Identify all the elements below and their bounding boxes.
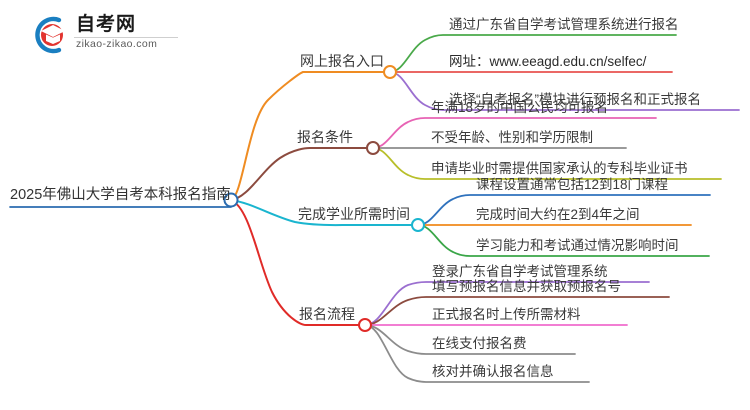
leaf-label-2-3[interactable]: 申请毕业时需提供国家承认的专科毕业证书 bbox=[431, 161, 688, 176]
logo-divider bbox=[74, 37, 178, 38]
branch-node-circle-4 bbox=[358, 318, 372, 332]
root-topic-label[interactable]: 2025年佛山大学自考本科报名指南 bbox=[10, 187, 231, 203]
branch-node-circle-2 bbox=[366, 141, 380, 155]
leaf-label-3-3[interactable]: 学习能力和考试通过情况影响时间 bbox=[476, 238, 679, 253]
leaf-label-2-1[interactable]: 年满18岁的中国公民均可报名 bbox=[431, 100, 609, 115]
leaf-label-1-2[interactable]: 网址：www.eeagd.edu.cn/selfec/ bbox=[449, 54, 647, 69]
logo-wordmark: 自考网 bbox=[76, 14, 137, 35]
branch-label-1[interactable]: 网上报名入口 bbox=[300, 53, 384, 69]
leaf-label-4-5[interactable]: 核对并确认报名信息 bbox=[432, 364, 554, 379]
leaf-label-3-1[interactable]: 课程设置通常包括12到18门课程 bbox=[476, 177, 669, 192]
leaf-label-4-2[interactable]: 填写预报名信息并获取预报名号 bbox=[432, 279, 621, 294]
logo-mark-icon bbox=[35, 16, 65, 54]
branch-label-2[interactable]: 报名条件 bbox=[297, 129, 353, 145]
branch-node-circle-3 bbox=[411, 218, 425, 232]
leaf-label-1-1[interactable]: 通过广东省自学考试管理系统进行报名 bbox=[449, 17, 679, 32]
logo-url: zikao-zikao.com bbox=[76, 38, 158, 50]
leaf-label-2-2[interactable]: 不受年龄、性别和学历限制 bbox=[431, 130, 593, 145]
branch-label-4[interactable]: 报名流程 bbox=[299, 306, 355, 322]
leaf-label-4-3[interactable]: 正式报名时上传所需材料 bbox=[432, 307, 581, 322]
leaf-label-3-2[interactable]: 完成时间大约在2到4年之间 bbox=[476, 207, 640, 222]
leaf-label-1-3[interactable]: 选择“自考报名”模块进行预报名和正式报名 bbox=[449, 92, 701, 107]
root-node-circle bbox=[223, 192, 239, 208]
leaf-label-4-1[interactable]: 登录广东省自学考试管理系统 bbox=[432, 264, 608, 279]
leaf-label-4-4[interactable]: 在线支付报名费 bbox=[432, 336, 527, 351]
branch-node-circle-1 bbox=[383, 65, 397, 79]
branch-label-3[interactable]: 完成学业所需时间 bbox=[298, 206, 410, 222]
site-logo: 自考网 zikao-zikao.com bbox=[28, 12, 178, 58]
